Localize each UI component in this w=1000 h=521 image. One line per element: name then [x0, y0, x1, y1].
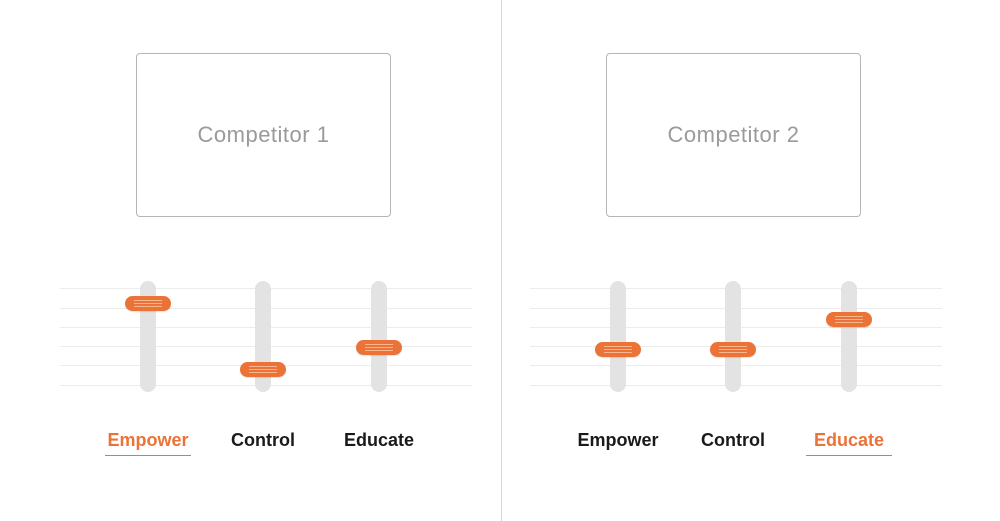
- handle-grip-line: [719, 345, 747, 347]
- competitor-title: Competitor 1: [197, 122, 330, 147]
- handle-grip-line: [365, 350, 393, 352]
- slider-handle-empower[interactable]: [125, 295, 171, 311]
- slider-label-empower[interactable]: Empower: [577, 430, 659, 450]
- slider-track-control[interactable]: [725, 281, 741, 392]
- handle-grip-line: [719, 348, 747, 350]
- competitor-title: Competitor 2: [667, 122, 800, 147]
- handle-grip-line: [835, 315, 863, 317]
- slider-label-control[interactable]: Control: [231, 430, 295, 450]
- handle-grip-line: [249, 372, 277, 374]
- handle-grip-line: [835, 321, 863, 323]
- handle-grip-line: [835, 318, 863, 320]
- handle-grip-line: [365, 347, 393, 349]
- slider-track-educate[interactable]: [841, 281, 857, 392]
- handle-grip-line: [365, 344, 393, 346]
- slider-handle-educate[interactable]: [356, 340, 402, 356]
- handle-grip-line: [134, 299, 162, 301]
- handle-grip-line: [604, 345, 632, 347]
- handle-grip-line: [604, 348, 632, 350]
- slider-label-control[interactable]: Control: [701, 430, 765, 450]
- slider-handle-control[interactable]: [710, 341, 756, 357]
- competitor-logo-placeholder: Competitor 1: [136, 53, 391, 217]
- handle-grip-line: [249, 366, 277, 368]
- handle-grip-line: [134, 302, 162, 304]
- slider-handle-educate[interactable]: [826, 311, 872, 327]
- slider-label-educate[interactable]: Educate: [343, 430, 415, 450]
- competitor-panel-1: Competitor 1 Empower Control Educate: [0, 0, 500, 521]
- slider-track-educate[interactable]: [371, 281, 387, 392]
- slider-label-empower[interactable]: Empower: [88, 430, 208, 456]
- panel-divider: [501, 0, 502, 521]
- slider-handle-empower[interactable]: [595, 341, 641, 357]
- handle-grip-line: [719, 351, 747, 353]
- competitor-logo-placeholder: Competitor 2: [606, 53, 861, 217]
- handle-grip-line: [249, 369, 277, 371]
- slider-handle-control[interactable]: [240, 362, 286, 378]
- handle-grip-line: [604, 351, 632, 353]
- competitor-panel-2: Competitor 2 Empower Control Educate: [470, 0, 970, 521]
- slider-label-educate[interactable]: Educate: [789, 430, 909, 456]
- handle-grip-line: [134, 305, 162, 307]
- slider-track-empower[interactable]: [610, 281, 626, 392]
